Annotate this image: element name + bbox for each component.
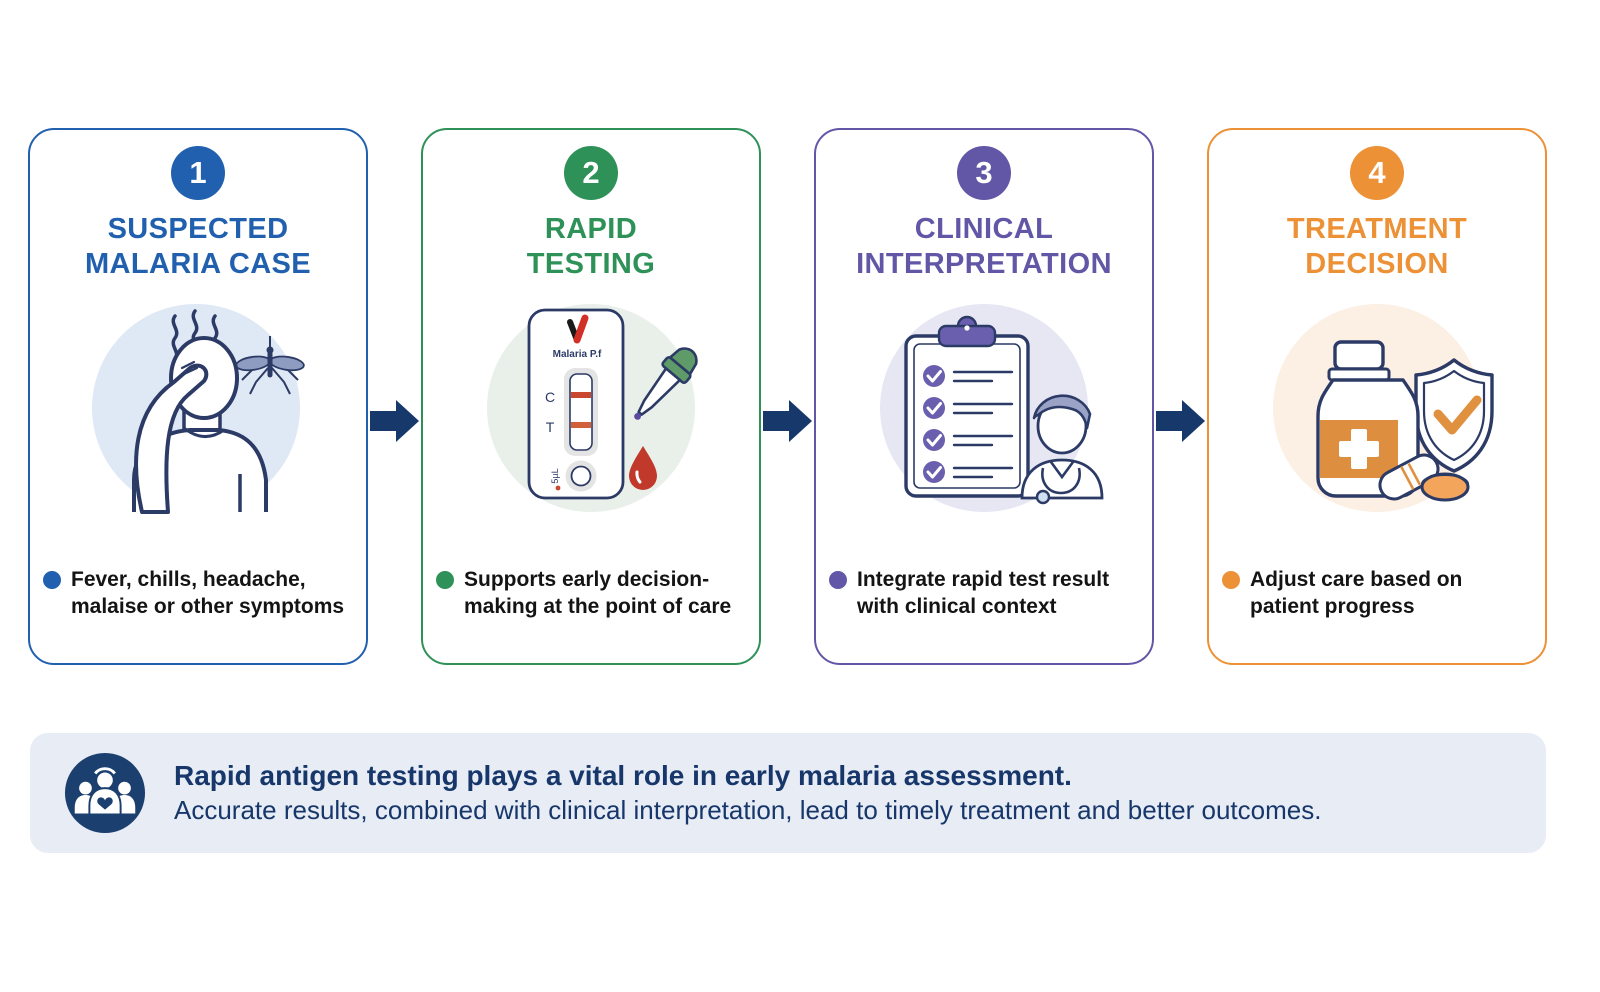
mosquito-icon bbox=[235, 336, 305, 395]
step-number: 4 bbox=[1368, 155, 1386, 190]
capsule-pill-icon bbox=[1378, 453, 1440, 501]
bullet-dot-icon bbox=[43, 571, 61, 589]
patient-fever-mosquito-icon bbox=[92, 304, 305, 514]
blood-drop-icon bbox=[629, 446, 657, 490]
banner-text: Rapid antigen testing plays a vital role… bbox=[174, 758, 1321, 828]
doctor-icon bbox=[1020, 394, 1104, 505]
sample-well bbox=[570, 465, 592, 487]
step-title: SUSPECTED MALARIA CASE bbox=[84, 213, 312, 281]
banner-headline: Rapid antigen testing plays a vital role… bbox=[174, 759, 1072, 791]
step-number: 1 bbox=[189, 155, 207, 190]
step-number-badge: 3 bbox=[957, 146, 1011, 200]
sample-volume-label: 5µL bbox=[550, 468, 560, 483]
banner-subtext: Accurate results, combined with clinical… bbox=[174, 795, 1322, 826]
arrow-right-icon bbox=[1156, 400, 1205, 442]
shield-check-icon bbox=[1414, 358, 1494, 473]
step-card-suspected-malaria-case: 1 SUSPECTED MALARIA CASE bbox=[28, 128, 368, 665]
step-number-badge: 1 bbox=[171, 146, 225, 200]
step-number-badge: 4 bbox=[1350, 146, 1404, 200]
sick-person-icon bbox=[132, 336, 268, 514]
bullet-text: Supports early decision- making at the p… bbox=[464, 568, 732, 619]
bullet-dot-icon bbox=[436, 571, 454, 589]
control-line-label: C bbox=[545, 389, 555, 405]
checklist-clipboard-icon bbox=[904, 315, 1030, 498]
rapid-test-cassette-icon: Malaria P.f C T 5µL bbox=[487, 304, 698, 512]
arrow-right-icon bbox=[763, 400, 812, 442]
round-pill-icon bbox=[1420, 472, 1470, 502]
test-line bbox=[571, 422, 591, 428]
step-title: CLINICAL INTERPRETATION bbox=[856, 213, 1112, 281]
step-card-rapid-testing: 2 RAPID TESTING Malaria P.f C T bbox=[421, 128, 761, 665]
checklist-rows bbox=[923, 365, 1014, 483]
bullet-text: Adjust care based on patient progress bbox=[1250, 568, 1463, 619]
bullet-dot-icon bbox=[829, 571, 847, 589]
step-number-badge: 2 bbox=[564, 146, 618, 200]
bullet-text: Integrate rapid test result with clinica… bbox=[857, 568, 1110, 619]
brand-logo-icon bbox=[567, 314, 589, 344]
step-bullet: Adjust care based on patient progress bbox=[1222, 566, 1541, 621]
step-bullet: Fever, chills, headache, malaise or othe… bbox=[43, 566, 362, 621]
step-number: 2 bbox=[582, 155, 600, 190]
step-card-clinical-interpretation: 3 CLINICAL INTERPRETATION bbox=[814, 128, 1154, 665]
step-title: RAPID TESTING bbox=[526, 213, 656, 281]
family-care-icon bbox=[64, 752, 146, 834]
step-number: 3 bbox=[975, 155, 993, 190]
test-line-label: T bbox=[546, 419, 555, 435]
control-line bbox=[571, 392, 591, 398]
bullet-text: Fever, chills, headache, malaise or othe… bbox=[71, 568, 345, 619]
step-bullet: Integrate rapid test result with clinica… bbox=[829, 566, 1148, 621]
medicine-shield-icon bbox=[1273, 304, 1494, 512]
step-card-treatment-decision: 4 TREATMENT DECISION bbox=[1207, 128, 1547, 665]
bullet-dot-icon bbox=[1222, 571, 1240, 589]
test-cassette-icon: Malaria P.f C T 5µL bbox=[527, 308, 625, 500]
clipboard-doctor-icon bbox=[880, 304, 1104, 512]
cassette-brand-label: Malaria P.f bbox=[553, 349, 602, 360]
summary-banner: Rapid antigen testing plays a vital role… bbox=[30, 733, 1546, 853]
step-title: TREATMENT DECISION bbox=[1286, 213, 1468, 281]
arrow-right-icon bbox=[370, 400, 419, 442]
step-bullet: Supports early decision- making at the p… bbox=[436, 566, 755, 621]
dropper-icon bbox=[634, 347, 698, 420]
